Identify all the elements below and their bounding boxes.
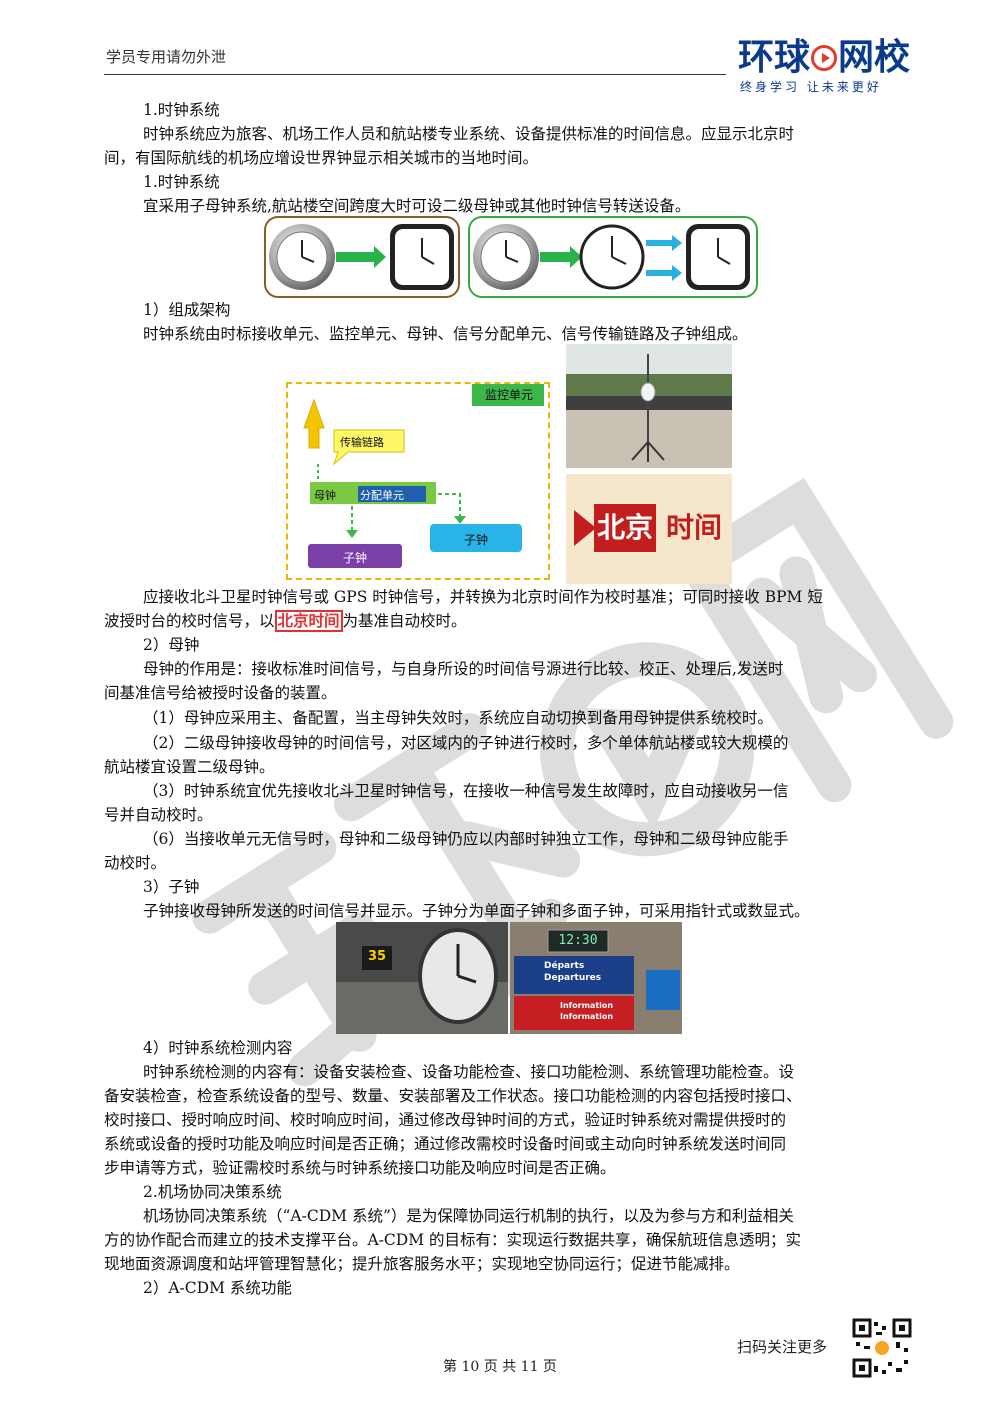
paragraph-line: 间基准信号给被授时设备的装置。 [104,684,337,702]
subsection-title: 2）A-CDM 系统功能 [143,1279,292,1297]
qr-code-icon[interactable] [852,1318,912,1378]
highlight-beijing-time: 北京时间 [274,610,343,632]
section-title: 2.机场协同决策系统 [143,1183,282,1201]
logo-main-text: 环球网校 [738,37,911,78]
page-number: 第 10 页 共 11 页 [443,1359,557,1375]
paragraph-line: 系统或设备的授时功能及响应时间是否正确；通过修改需校时设备时间或主动向时钟系统发… [104,1135,787,1153]
airport-art [336,922,682,1034]
brand-logo: 环球网校 终身学习 让未来更好 [738,38,918,100]
logo-part1: 北京 [594,504,656,552]
paragraph-line: 宜采用子母钟系统,航站楼空间跨度大时可设二级母钟或其他时钟信号转送设备。 [143,197,691,215]
logo-slogan: 终身学习 让未来更好 [740,80,882,94]
paragraph-line: 时钟系统由时标接收单元、监控单元、母钟、信号分配单元、信号传输链路及子钟组成。 [143,325,748,343]
section-title: 1.时钟系统 [143,173,220,191]
blue-arrow-icon [646,235,682,251]
subsection-title: 2）母钟 [143,636,200,654]
gate-number: 35 [367,949,387,964]
paragraph-line: 时钟系统应为旅客、机场工作人员和航站楼专业系统、设备提供标准的时间信息。应显示北… [143,125,795,143]
paragraph-line: 波授时台的校时信号，以北京时间为基准自动校时。 [104,610,467,632]
paragraph-line: 校时接口、授时响应时间、校时响应时间，通过修改母钟时间的方式，验证时钟系统对需提… [104,1111,787,1129]
up-arrow-icon [303,398,325,449]
paragraph-line: （6）当接收单元无信号时，母钟和二级母钟仍应以内部时钟独立工作，母钟和二级母钟应… [143,830,789,848]
slave-clock-label: 子钟 [463,533,488,547]
paragraph-line: （1）母钟应采用主、备配置，当主母钟失效时，系统应自动切换到备用母钟提供系统校时… [143,709,773,727]
subsection-title: 4）时钟系统检测内容 [143,1039,293,1057]
paragraph-line: 航站楼宜设置二级母钟。 [104,758,275,776]
paragraph-line: 机场协同决策系统（“A-CDM 系统”）是为保障协同运行机制的执行，以及为参与方… [143,1207,794,1225]
dist-unit-label: 分配单元 [360,489,404,502]
play-icon [574,510,596,546]
logo-play-icon [811,45,838,71]
subsection-title: 1）组成架构 [143,301,231,319]
green-arrow-icon [540,246,582,268]
clock-strip-art [269,224,750,290]
paragraph-line: 动校时。 [104,854,167,872]
section-title: 1.时钟系统 [143,101,220,119]
link-label: 传输链路 [340,436,384,449]
paragraph-line: （2）二级母钟接收母钟的时间信号，对区域内的子钟进行校时，多个单体航站楼或较大规… [143,734,789,752]
header-notice: 学员专用请勿外泄 [106,48,227,66]
logo-part2: 时间 [665,511,722,544]
blue-arrow-icon [646,265,682,281]
header-divider [104,74,726,75]
paragraph-line: 号并自动校时。 [104,806,213,824]
qr-caption: 扫码关注更多 [737,1338,828,1356]
architecture-diagram: 监控单元 传输链路 母钟 分配单元 子钟 子钟 [286,382,550,580]
paragraph-line: 现地面资源调度和站坪管理智慧化；提升旅客服务水平；实现地空协同运行；促进节能减排… [104,1255,740,1273]
beijing-time-logo: 北京 时间 [566,474,732,584]
paragraph-line: 应接收北斗卫星时钟信号或 GPS 时钟信号，并转换为北京时间作为校时基准；可同时… [143,588,823,606]
signage-icon [646,970,680,1010]
paragraph-line: 间，有国际航线的机场应增设世界钟显示相关城市的当地时间。 [104,149,539,167]
paragraph-line: 母钟的作用是：接收标准时间信号，与自身所设的时间信号源进行比较、校正、处理后,发… [143,660,784,678]
paragraph-line: 子钟接收母钟所发送的时间信号并显示。子钟分为单面子钟和多面子钟，可采用指针式或数… [143,902,810,920]
paragraph-line: 时钟系统检测的内容有：设备安装检查、设备功能检查、接口功能检测、系统管理功能检查… [143,1063,795,1081]
subsection-title: 3）子钟 [143,878,200,896]
master-clock-label: 母钟 [314,489,336,502]
monitor-unit-label: 监控单元 [484,388,533,402]
green-arrow-icon [336,246,386,268]
clock-system-diagram [264,216,758,300]
paragraph-line: （3）时钟系统宜优先接收北斗卫星时钟信号，在接收一种信号发生故障时，应自动接收另… [143,782,789,800]
diagram-frame-brown [264,216,460,298]
paragraph-line: 方的协作配合而建立的技术支撑平台。A-CDM 的目标有：实现运行数据共享，确保航… [104,1231,802,1249]
digital-clock: 12:30 [558,933,598,948]
slave-clock-label: 子钟 [342,551,367,565]
architecture-art [303,384,544,568]
paragraph-line: 步申请等方式，验证需校时系统与时钟系统接口功能及响应时间是否正确。 [104,1159,616,1177]
paragraph-line: 备安装检查，检查系统设备的型号、数量、安装部署及工作状态。接口功能检测的内容包括… [104,1087,802,1105]
antenna-photo [566,344,732,468]
diagram-frame-green [468,216,758,298]
